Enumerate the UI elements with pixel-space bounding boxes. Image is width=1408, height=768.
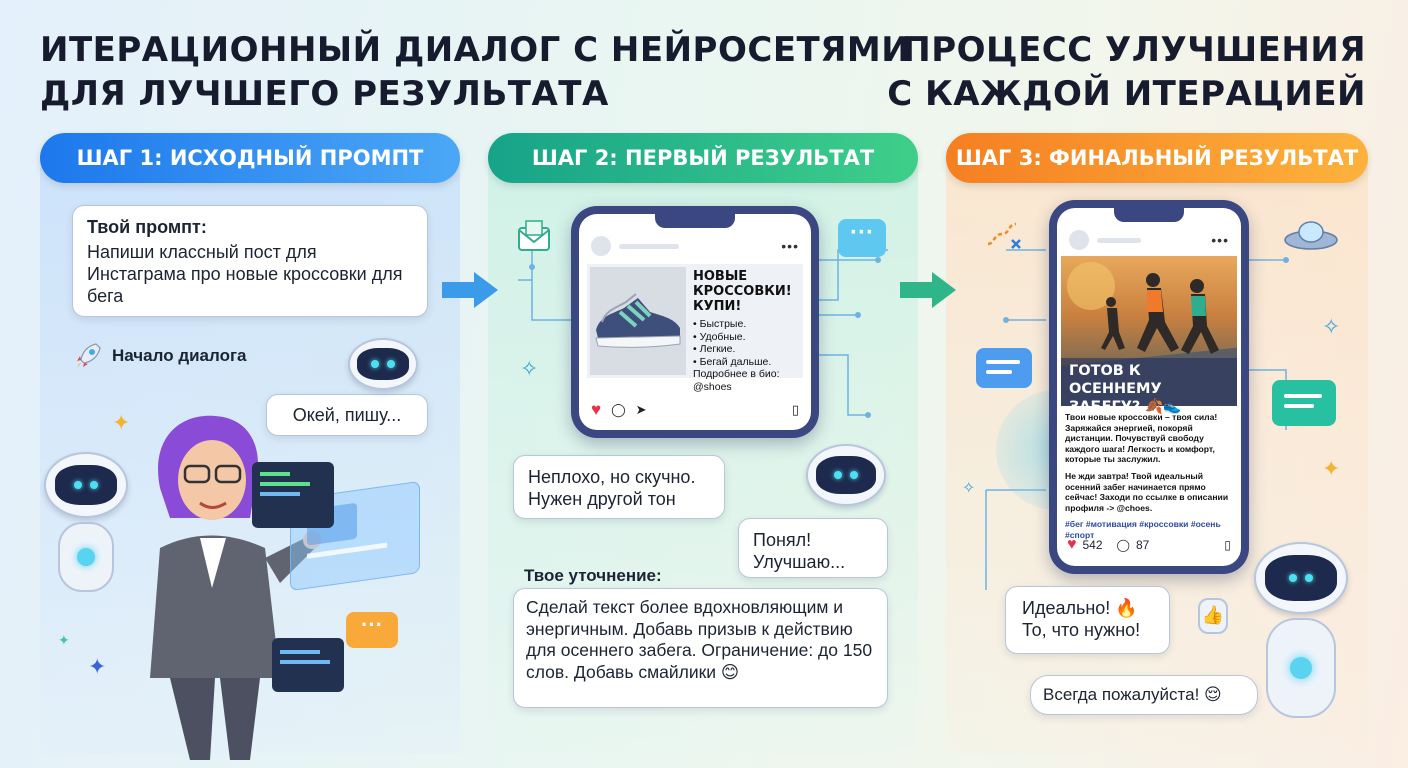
sparkle-icon: ✦ [58,632,70,648]
user-reply-line: Идеально! 🔥 [1022,598,1138,618]
comments-count: 87 [1135,538,1150,552]
bot-reply-step2: Понял! Улучшаю... [738,518,888,578]
heart-icon[interactable]: ♥ [591,400,602,419]
step3-header: ШАГ 3: ФИНАЛЬНЫЙ РЕЗУЛЬТАТ [946,133,1368,183]
main-title-left-line2: ДЛЯ ЛУЧШЕГО РЕЗУЛЬТАТА [40,74,609,114]
robot-step1-small [348,338,418,390]
user-prompt-box: Твой промпт: Напиши классный пост для Ин… [72,205,428,317]
chat-message-icon [1272,380,1336,426]
code-snippet-1 [252,462,334,528]
main-title-right-line2: С КАЖДОЙ ИТЕРАЦИЕЙ [887,74,1366,114]
sparkle-icon: ✧ [520,356,539,381]
first-post: НОВЫЕ КРОССОВКИ! КУПИ! • Быстрые. • Удоб… [587,264,803,393]
sparkle-icon: ✦ [88,654,107,679]
mail-icon [518,220,550,251]
step1-header: ШАГ 1: ИСХОДНЫЙ ПРОМПТ [40,133,460,183]
arrow-right-icon [442,272,498,308]
user-feedback-line: Неплохо, но скучно. [528,467,696,487]
woman-illustration [150,415,321,760]
first-post-bullet: • Легкие. [693,343,736,355]
comment-icon[interactable]: ◯ [1116,538,1130,552]
final-post-caption: ГОТОВ К ОСЕННЕМУ ЗАБЕГУ? 🍂👟 [1061,358,1237,415]
main-title-left-line1: ИТЕРАЦИОННЫЙ ДИАЛОГ С НЕЙРОСЕТЯМИ [40,30,911,70]
main-title-right-line1: ПРОЦЕСС УЛУЧШЕНИЯ [902,30,1366,70]
sparkle-icon: ✧ [962,480,976,497]
sparkle-icon: ✧ [1322,314,1341,339]
first-post-more: Подробнее в био: @shoes [693,368,780,393]
first-post-bullet: • Бегай дальше. [693,355,772,368]
avatar [1069,230,1089,250]
bookmark-icon[interactable]: ▯ [1224,538,1231,552]
prompt-text: Напиши классный пост для Инстаграма про … [87,242,403,306]
bot-reply-step1: Окей, пишу... [266,394,428,436]
more-icon[interactable]: ••• [1211,232,1229,248]
robot-step2 [806,444,886,506]
phone-final-result: ••• ГОТОВ К ОСЕННЕМУ ЗАБЕГУ? 🍂👟 Твои нов… [1049,200,1249,574]
code-snippet-2 [272,638,344,692]
bookmark-icon[interactable]: ▯ [791,402,799,417]
thumbs-up-icon: 👍 [1198,598,1228,634]
likes-count: 542 [1082,538,1103,552]
heart-icon[interactable]: ♥ [1067,536,1077,553]
final-post-paragraph: Не жди завтра! Твой идеальный осенний за… [1065,470,1229,513]
refine-prompt-box: Сделай текст более вдохновляющим и энерг… [513,588,888,708]
route-icon [987,222,1021,249]
chat-message-icon [976,348,1032,388]
main-title-left: ИТЕРАЦИОННЫЙ ДИАЛОГ С НЕЙРОСЕТЯМИ ДЛЯ ЛУ… [40,28,910,116]
first-post-bullet: • Удобные. [693,330,746,343]
prompt-label: Твой промпт: [87,217,207,237]
robot-step3 [1254,542,1348,718]
bot-reply-line: Улучшаю... [753,552,846,572]
user-reply-step3: Идеально! 🔥 То, что нужно! [1005,586,1170,654]
bot-reply-line: Понял! [753,530,812,550]
step2-header: ШАГ 2: ПЕРВЫЙ РЕЗУЛЬТАТ [488,133,918,183]
bot-reply-step3: Всегда пожалуйста! 😌 [1030,675,1258,715]
dialog-start: Начало диалога [72,340,247,372]
phone-first-result: ••• НОВЫЕ КРОССОВКИ! КУПИ! • Быстрые. • … [571,206,819,438]
refine-label: Твое уточнение: [524,566,662,585]
send-icon[interactable]: ➤ [635,402,647,417]
sparkle-icon: ✦ [1322,456,1341,481]
avatar [591,236,611,256]
rocket-icon [77,343,101,368]
first-post-bullet: • Быстрые. [693,318,747,330]
ufo-icon [1284,221,1338,250]
final-post-hashtags: #бег #мотивация #кроссовки #осень #спорт [1065,519,1221,540]
comment-icon[interactable]: ◯ [611,402,626,417]
chat-dots-icon: ··· [346,612,398,648]
dialog-start-label: Начало диалога [112,346,247,365]
main-title-right: ПРОЦЕСС УЛУЧШЕНИЯ С КАЖДОЙ ИТЕРАЦИЕЙ [887,28,1366,116]
more-icon[interactable]: ••• [781,238,799,254]
user-feedback-line: Нужен другой тон [528,489,676,509]
user-feedback-step2: Неплохо, но скучно. Нужен другой тон [513,455,725,519]
final-post-paragraph: Твои новые кроссовки – твоя сила! Заряжа… [1065,412,1218,465]
user-reply-line: То, что нужно! [1022,620,1141,640]
arrow-right-icon [900,272,956,308]
final-post-body: Твои новые кроссовки – твоя сила! Заряжа… [1065,412,1235,547]
sneakers-image [590,267,686,375]
first-post-headline: НОВЫЕ КРОССОВКИ! КУПИ! [693,269,792,314]
robot-step1-left [44,452,128,592]
sparkle-icon: ✦ [112,410,131,435]
chat-dots-icon: ··· [838,219,886,257]
